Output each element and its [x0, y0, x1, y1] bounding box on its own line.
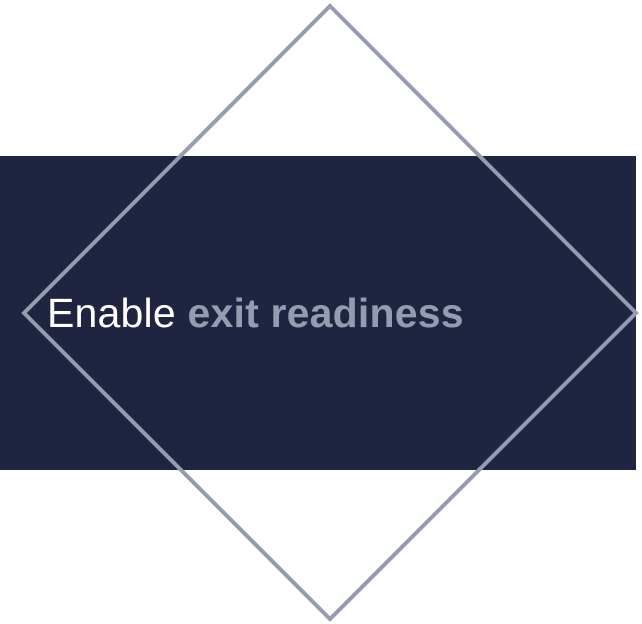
headline-lead: Enable: [47, 290, 176, 336]
headline-accent: exit readiness: [187, 290, 464, 336]
headline: Enable exit readiness: [47, 288, 464, 338]
